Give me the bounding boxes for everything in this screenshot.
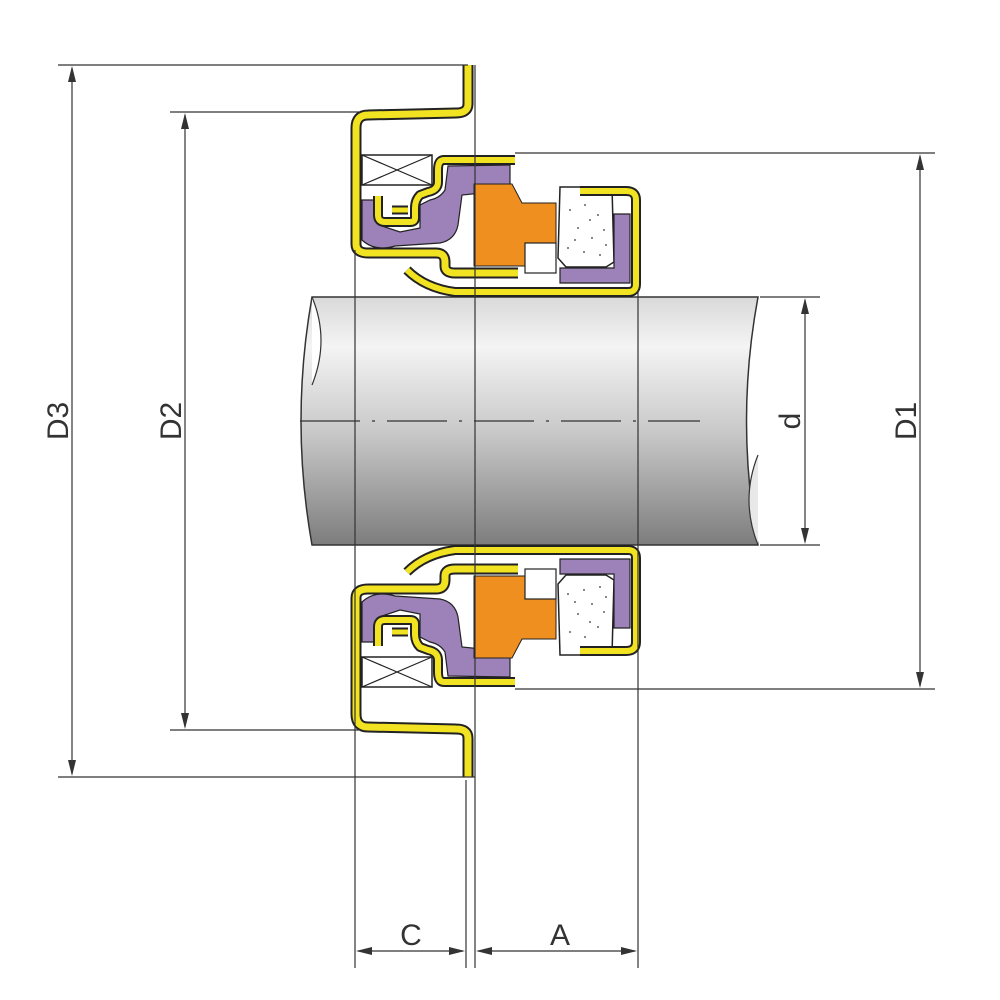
extension-lines bbox=[58, 64, 935, 968]
seal-upper-half bbox=[356, 65, 636, 292]
label-A: A bbox=[550, 919, 570, 952]
label-d: d bbox=[774, 413, 807, 430]
label-D2: D2 bbox=[155, 402, 188, 440]
label-C: C bbox=[400, 919, 422, 952]
seal-lower-half bbox=[356, 550, 636, 777]
label-D3: D3 bbox=[42, 402, 75, 440]
label-D1: D1 bbox=[890, 402, 923, 440]
shaft bbox=[300, 296, 759, 546]
dimension-lines bbox=[68, 66, 924, 955]
